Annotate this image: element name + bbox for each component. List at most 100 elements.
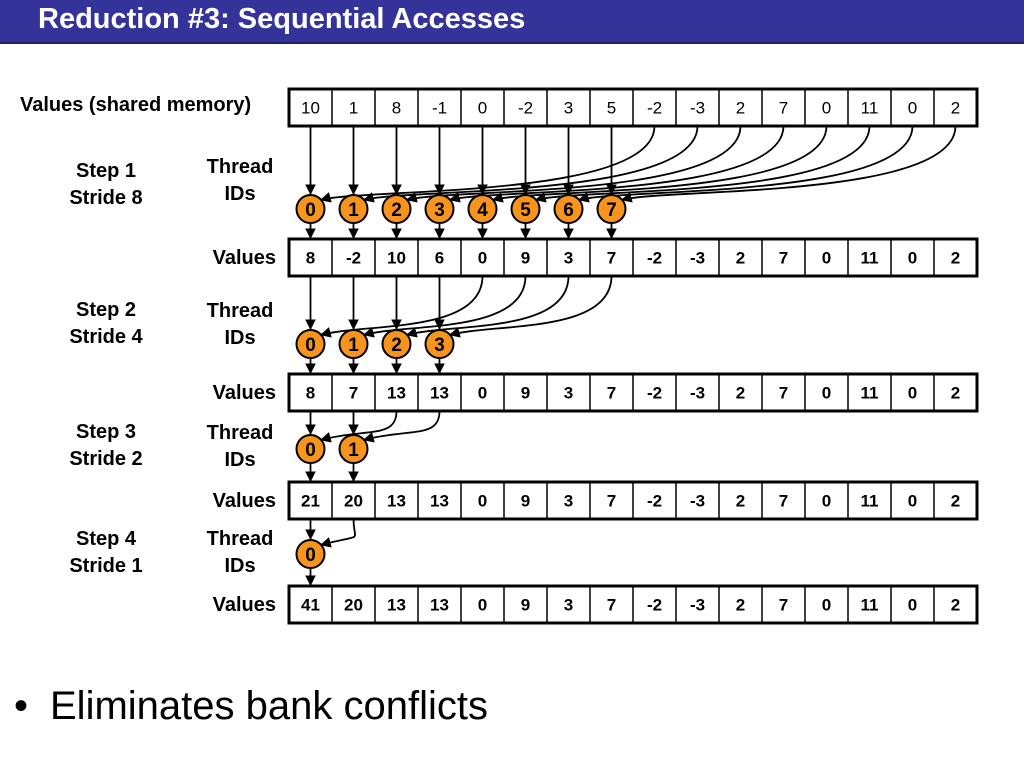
array-cell-value: 2 [951,492,960,511]
array-cell-value: 0 [908,492,917,511]
thread-id-node: 0 [295,434,326,464]
thread-id-label: 4 [477,200,488,221]
stride-access-arrow [319,275,484,338]
array-cell-value: 11 [861,384,879,403]
thread-id-node: 3 [424,329,455,359]
stride-access-arrow [362,410,441,443]
array-cell-value: 3 [564,384,573,403]
array-cell-value: 10 [387,249,406,268]
array-cell-value: 7 [779,99,788,118]
array-cell-value: 20 [344,596,363,615]
array-cell-value: 5 [607,99,616,118]
array-cell-value: -2 [647,384,662,403]
stride-access-arrow [620,125,957,203]
thread-ids-label: IDs [224,555,255,577]
thread-id-node: 1 [338,434,369,464]
array-cell-value: 20 [344,492,363,511]
array-cell-value: 0 [478,384,487,403]
labels-layer: Values (shared memory) Step 1 Stride 8 Thre… [20,94,276,616]
array-cell-value: 8 [306,384,315,403]
array-cell-value: 13 [430,384,449,403]
array-cell-value: 11 [861,249,879,268]
array-cell-value: 7 [779,492,788,511]
step-label: Step 4 [76,528,137,550]
thread-id-label: 0 [305,335,316,356]
thread-id-node: 1 [338,194,369,224]
array-cell-value: 2 [736,492,745,511]
thread-id-node: 0 [295,329,326,359]
bullet-text: Eliminates bank conflicts [50,684,488,728]
array-cell-value: 0 [908,249,917,268]
values-label: Values [213,382,276,404]
array-cell-value: 0 [822,492,831,511]
thread-id-label: 1 [348,440,359,461]
thread-ids-label: Thread [207,300,274,322]
array-cell-value: 7 [779,249,788,268]
array-cell-value: 11 [861,99,879,118]
values-label: Values [213,594,276,616]
array-cell-value: 9 [521,492,530,511]
array-cell-value: 7 [607,249,616,268]
thread-id-label: 1 [348,200,359,221]
stride-access-arrow [448,275,613,338]
thread-id-node: 2 [381,329,412,359]
array-cell-value: 0 [478,492,487,511]
array-cell-value: 9 [521,384,530,403]
thread-id-node: 4 [467,194,498,224]
initial-values-label: Values (shared memory) [20,94,251,116]
stride-label: Stride 1 [69,555,142,577]
array-cell-value: 7 [349,384,358,403]
array-cell-value: 0 [822,249,831,268]
thread-id-label: 0 [305,545,316,566]
array-cell-value: -3 [690,384,705,403]
array-cell-value: 0 [908,596,917,615]
array-cell-value: 2 [736,249,745,268]
array-cell-value: 7 [607,596,616,615]
step-label: Step 1 [76,160,136,182]
thread-id-node: 6 [553,194,584,224]
array-cell-value: 0 [822,384,831,403]
array-cell-value: -2 [647,596,662,615]
array-cell-value: 13 [387,384,406,403]
array-cell-value: 2 [736,384,745,403]
thread-ids-label: Thread [207,156,274,178]
thread-id-label: 3 [434,335,445,356]
stride-access-arrow [319,518,356,548]
array-cell-value: -3 [690,492,705,511]
stride-label: Stride 4 [69,326,143,348]
array-cell-value: -2 [647,249,662,268]
array-cell-value: 11 [861,492,879,511]
array-cell-value: 2 [951,596,960,615]
array-cell-value: -3 [690,99,705,118]
thread-id-node: 2 [381,194,412,224]
array-cell-value: 7 [779,596,788,615]
thread-id-node: 5 [510,194,541,224]
values-label: Values [213,490,276,512]
thread-id-label: 1 [348,335,359,356]
array-cell-value: 3 [564,492,573,511]
thread-id-node: 3 [424,194,455,224]
array-cell-value: 0 [822,596,831,615]
array-cell-value: 2 [951,99,960,118]
thread-id-node: 1 [338,329,369,359]
step-label: Step 2 [76,299,136,321]
thread-id-label: 7 [606,200,617,221]
thread-ids-label: IDs [224,449,255,471]
array-cell-value: 3 [564,249,573,268]
array-cell-value: 0 [478,596,487,615]
thread-ids-label: IDs [224,327,255,349]
array-cell-value: 0 [908,384,917,403]
array-cell-value: -3 [690,249,705,268]
array-cell-value: 7 [607,384,616,403]
array-cell-value: 7 [607,492,616,511]
thread-id-label: 3 [434,200,445,221]
stride-label: Stride 8 [69,187,142,209]
array-cell-value: 13 [430,492,449,511]
array-cell-value: 11 [861,596,879,615]
